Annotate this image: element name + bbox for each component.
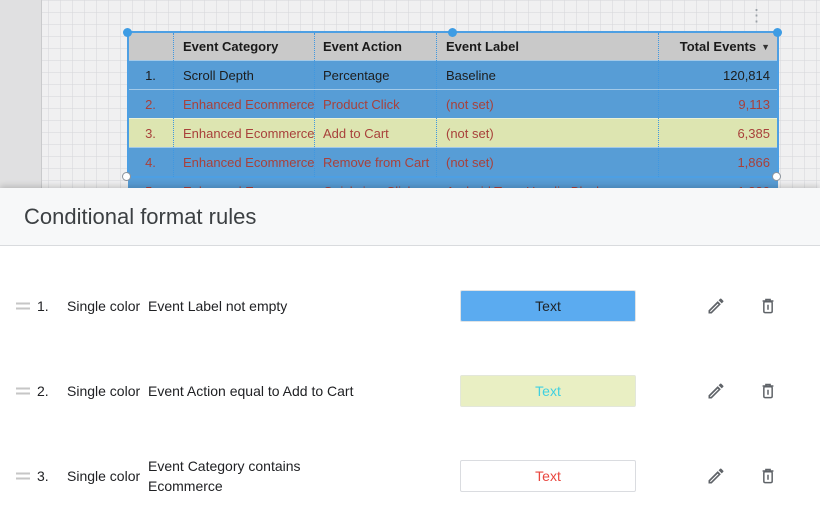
cell-event-category: Enhanced Ecommerce — [183, 125, 314, 141]
canvas-left-margin — [0, 0, 42, 188]
cell-event-category: Enhanced Ecommerce — [183, 154, 314, 170]
rule-row: 2. Single color Event Action equal to Ad… — [0, 348, 820, 433]
resize-handle-bottom-left[interactable] — [122, 172, 131, 181]
trash-icon — [758, 466, 778, 486]
sort-desc-icon: ▼ — [761, 41, 770, 52]
cell-event-action: Remove from Cart — [323, 154, 430, 170]
rule-row: 3. Single color Event Category contains … — [0, 433, 820, 518]
cell-row-number: 4. — [145, 154, 156, 170]
panel-header: Conditional format rules — [0, 188, 820, 246]
cell-row-number: 2. — [145, 96, 156, 112]
rule-condition: Event Category contains Ecommerce — [148, 457, 301, 494]
table-row: 2. Enhanced Ecommerce Product Click (not… — [128, 89, 778, 118]
resize-handle-bottom-right[interactable] — [772, 172, 781, 181]
rule-condition: Event Action equal to Add to Cart — [148, 382, 354, 399]
rule-row: 1. Single color Event Label not empty Te… — [0, 263, 820, 348]
table-header-row: Event Category Event Action Event Label … — [128, 33, 778, 60]
cell-row-number: 3. — [145, 125, 156, 141]
cell-total-events: 120,814 — [723, 67, 770, 83]
format-swatch-button[interactable]: Text — [460, 459, 636, 492]
resize-handle-top-left[interactable] — [123, 28, 132, 37]
format-swatch-button[interactable]: Text — [460, 374, 636, 407]
header-total-events-label: Total Events — [679, 39, 757, 54]
edit-rule-button[interactable] — [698, 458, 734, 494]
cell-event-action: Percentage — [323, 67, 390, 83]
rule-number: 2. — [37, 382, 49, 399]
edit-rule-button[interactable] — [698, 288, 734, 324]
header-total-events[interactable]: Total Events ▼ — [658, 33, 778, 60]
edit-rule-button[interactable] — [698, 373, 734, 409]
delete-rule-button[interactable] — [750, 288, 786, 324]
header-event-action: Event Action — [323, 39, 402, 54]
drag-handle-icon[interactable] — [16, 384, 30, 397]
cell-event-action: Add to Cart — [323, 125, 389, 141]
resize-handle-top-right[interactable] — [773, 28, 782, 37]
table-row: 1. Scroll Depth Percentage Baseline 120,… — [128, 60, 778, 89]
more-options-icon[interactable]: ⋮ — [748, 6, 765, 25]
rule-condition: Event Label not empty — [148, 297, 288, 314]
header-event-category: Event Category — [183, 39, 279, 54]
rule-type: Single color — [67, 297, 141, 314]
cell-total-events: 6,385 — [737, 125, 770, 141]
drag-handle-icon[interactable] — [16, 299, 30, 312]
rule-number: 1. — [37, 297, 49, 314]
cell-event-label: (not set) — [446, 96, 494, 112]
cell-event-action: Product Click — [323, 96, 400, 112]
table-row: 3. Enhanced Ecommerce Add to Cart (not s… — [128, 118, 778, 147]
drag-handle-icon[interactable] — [16, 469, 30, 482]
pencil-icon — [706, 466, 726, 486]
resize-handle-top-center[interactable] — [448, 28, 457, 37]
rule-type: Single color — [67, 467, 141, 484]
trash-icon — [758, 381, 778, 401]
panel-title: Conditional format rules — [24, 203, 257, 229]
delete-rule-button[interactable] — [750, 373, 786, 409]
table-row: 4. Enhanced Ecommerce Remove from Cart (… — [128, 147, 778, 176]
data-table[interactable]: Event Category Event Action Event Label … — [128, 33, 778, 205]
conditional-format-panel: Conditional format rules 1. Single color… — [0, 188, 820, 524]
cell-event-label: (not set) — [446, 154, 494, 170]
format-swatch-button[interactable]: Text — [460, 289, 636, 322]
pencil-icon — [706, 296, 726, 316]
delete-rule-button[interactable] — [750, 458, 786, 494]
trash-icon — [758, 296, 778, 316]
cell-row-number: 1. — [145, 67, 156, 83]
cell-event-label: (not set) — [446, 125, 494, 141]
cell-total-events: 1,866 — [737, 154, 770, 170]
cell-event-category: Enhanced Ecommerce — [183, 96, 314, 112]
cell-event-category: Scroll Depth — [183, 67, 254, 83]
rules-list: 1. Single color Event Label not empty Te… — [0, 246, 820, 518]
rule-number: 3. — [37, 467, 49, 484]
header-row-number — [128, 33, 173, 60]
cell-total-events: 9,113 — [738, 96, 770, 112]
rule-type: Single color — [67, 382, 141, 399]
header-event-label: Event Label — [446, 39, 519, 54]
cell-event-label: Baseline — [446, 67, 496, 83]
pencil-icon — [706, 381, 726, 401]
